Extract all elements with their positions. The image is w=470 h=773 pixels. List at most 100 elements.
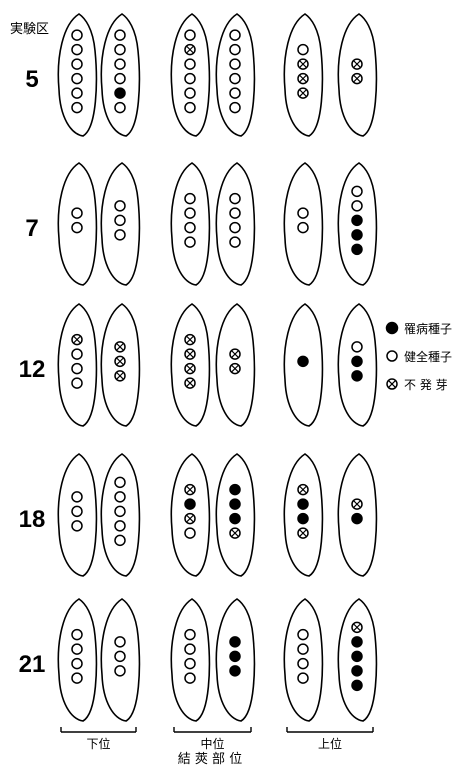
diseased-seed: [351, 370, 363, 382]
diseased-seed: [351, 650, 363, 663]
healthy-seed: [184, 527, 196, 539]
nongerminated-seed: [184, 362, 196, 375]
position-label: 中位: [200, 736, 224, 751]
crossed-circle-shape: [386, 378, 398, 390]
healthy-seed: [297, 628, 309, 641]
healthy-seed: [71, 58, 83, 70]
nongerminated-seed: [114, 341, 126, 353]
diseased-seed: [297, 498, 309, 510]
healthy-seed: [71, 491, 83, 503]
plot-label-7: 7: [25, 215, 38, 242]
nongerminated-seed: [351, 72, 363, 85]
healthy-seed: [184, 72, 196, 85]
pod: [337, 598, 378, 722]
pod: [215, 13, 256, 137]
nongerminated-seed: [297, 527, 309, 539]
position-bracket: 上位: [286, 727, 374, 751]
legend-text-nongerm: 不 発 芽: [404, 378, 448, 392]
nongerminated-seed: [184, 333, 196, 346]
plot-label-18: 18: [19, 506, 46, 533]
pod: [170, 162, 211, 286]
nongerminated-seed: [297, 72, 309, 85]
healthy-seed: [229, 207, 241, 219]
nongerminated-seed: [184, 483, 196, 496]
healthy-seed: [71, 29, 83, 41]
pod: [100, 303, 141, 427]
healthy-seed: [71, 72, 83, 85]
healthy-seed: [114, 43, 126, 56]
healthy-seed: [71, 362, 83, 375]
healthy-seed: [184, 101, 196, 114]
diseased-seed: [297, 512, 309, 525]
healthy-seed: [114, 520, 126, 532]
healthy-seed: [297, 643, 309, 655]
filled-circle-icon: [385, 321, 399, 335]
healthy-seed: [229, 29, 241, 41]
legend-item-diseased: 罹病種子: [385, 321, 452, 336]
healthy-seed: [71, 207, 83, 219]
healthy-seed: [229, 101, 241, 114]
healthy-seed: [229, 221, 241, 234]
healthy-seed: [71, 221, 83, 234]
diseased-seed: [351, 214, 363, 227]
pod: [57, 13, 98, 137]
nongerminated-seed: [351, 498, 363, 510]
pod: [57, 598, 98, 722]
nongerminated-seed: [114, 370, 126, 382]
crossed-circle-icon: [386, 378, 398, 390]
position-axis: 下位 中位 上位: [60, 727, 374, 751]
diseased-seed: [351, 355, 363, 368]
pod: [337, 13, 378, 137]
diseased-seed: [351, 512, 363, 525]
healthy-seed: [229, 58, 241, 70]
healthy-seed: [297, 207, 309, 219]
pod: [170, 453, 211, 577]
healthy-seed: [71, 520, 83, 532]
pod: [283, 13, 324, 137]
healthy-seed: [71, 101, 83, 114]
plot-column-header: 実験区: [10, 21, 49, 37]
legend-item-healthy: 健全種子: [386, 349, 452, 364]
pod: [215, 303, 256, 427]
nongerminated-seed: [114, 355, 126, 368]
healthy-seed: [184, 192, 196, 205]
healthy-seed: [114, 229, 126, 241]
healthy-seed: [297, 221, 309, 234]
nongerminated-seed: [297, 58, 309, 70]
diseased-seed: [351, 679, 363, 692]
nongerminated-seed: [229, 527, 241, 539]
position-bracket: 中位: [173, 727, 252, 751]
position-label: 下位: [86, 736, 110, 751]
nongerminated-seed: [351, 58, 363, 70]
healthy-seed: [297, 43, 309, 56]
pod: [100, 453, 141, 577]
diseased-seed: [184, 498, 196, 510]
healthy-seed: [114, 200, 126, 212]
healthy-seed: [184, 643, 196, 655]
healthy-seed: [114, 72, 126, 85]
pod: [283, 453, 324, 577]
healthy-seed: [184, 236, 196, 248]
diseased-seed: [351, 636, 363, 648]
pod: [215, 598, 256, 722]
healthy-seed: [297, 657, 309, 670]
diseased-seed: [351, 665, 363, 677]
diseased-seed: [351, 229, 363, 241]
pod: [215, 453, 256, 577]
healthy-seed: [114, 534, 126, 547]
nongerminated-seed: [351, 621, 363, 634]
healthy-seed: [184, 221, 196, 234]
healthy-seed: [114, 505, 126, 518]
healthy-seed: [114, 58, 126, 70]
nongerminated-seed: [184, 377, 196, 389]
healthy-seed: [184, 29, 196, 41]
pod: [337, 453, 378, 577]
healthy-seed: [184, 657, 196, 670]
healthy-seed: [114, 665, 126, 677]
healthy-seed: [229, 72, 241, 85]
healthy-seed: [229, 192, 241, 205]
pod: [170, 303, 211, 427]
healthy-seed: [184, 628, 196, 641]
pod: [57, 162, 98, 286]
